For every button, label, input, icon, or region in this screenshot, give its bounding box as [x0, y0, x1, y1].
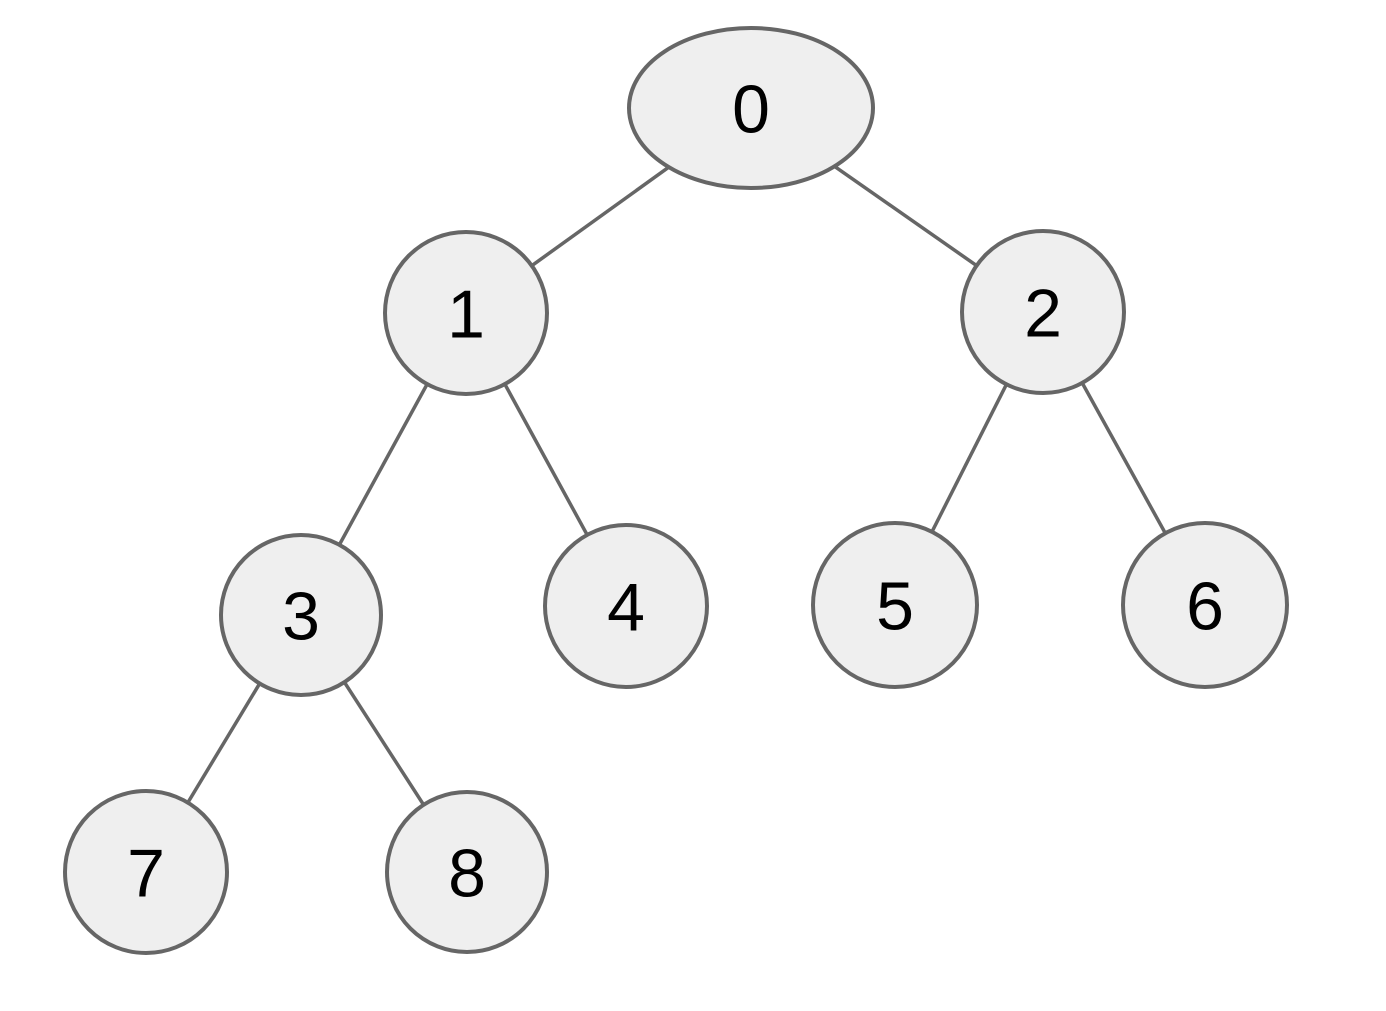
tree-node-label-4: 4	[607, 569, 645, 645]
tree-node-shape-5	[811, 521, 979, 689]
tree-node-0: 0	[627, 26, 875, 190]
tree-node-label-1: 1	[447, 276, 485, 352]
tree-node-shape-8	[385, 790, 549, 954]
tree-node-label-6: 6	[1186, 568, 1224, 644]
tree-node-shape-4	[543, 523, 709, 689]
tree-node-label-0: 0	[732, 71, 770, 147]
tree-node-shape-3	[219, 533, 383, 697]
tree-node-1: 1	[383, 230, 549, 396]
tree-node-shape-6	[1121, 521, 1289, 689]
tree-node-3: 3	[219, 533, 383, 697]
tree-node-shape-2	[960, 229, 1126, 395]
tree-node-6: 6	[1121, 521, 1289, 689]
tree-node-4: 4	[543, 523, 709, 689]
tree-node-2: 2	[960, 229, 1126, 395]
tree-node-shape-0	[627, 26, 875, 190]
tree-node-5: 5	[811, 521, 979, 689]
tree-node-label-7: 7	[127, 835, 165, 911]
tree-node-shape-1	[383, 230, 549, 396]
tree-node-label-8: 8	[448, 835, 486, 911]
tree-node-7: 7	[63, 789, 229, 955]
tree-node-shape-7	[63, 789, 229, 955]
tree-node-8: 8	[385, 790, 549, 954]
tree-node-label-5: 5	[876, 568, 914, 644]
tree-node-label-3: 3	[282, 578, 320, 654]
tree-node-label-2: 2	[1024, 275, 1062, 351]
